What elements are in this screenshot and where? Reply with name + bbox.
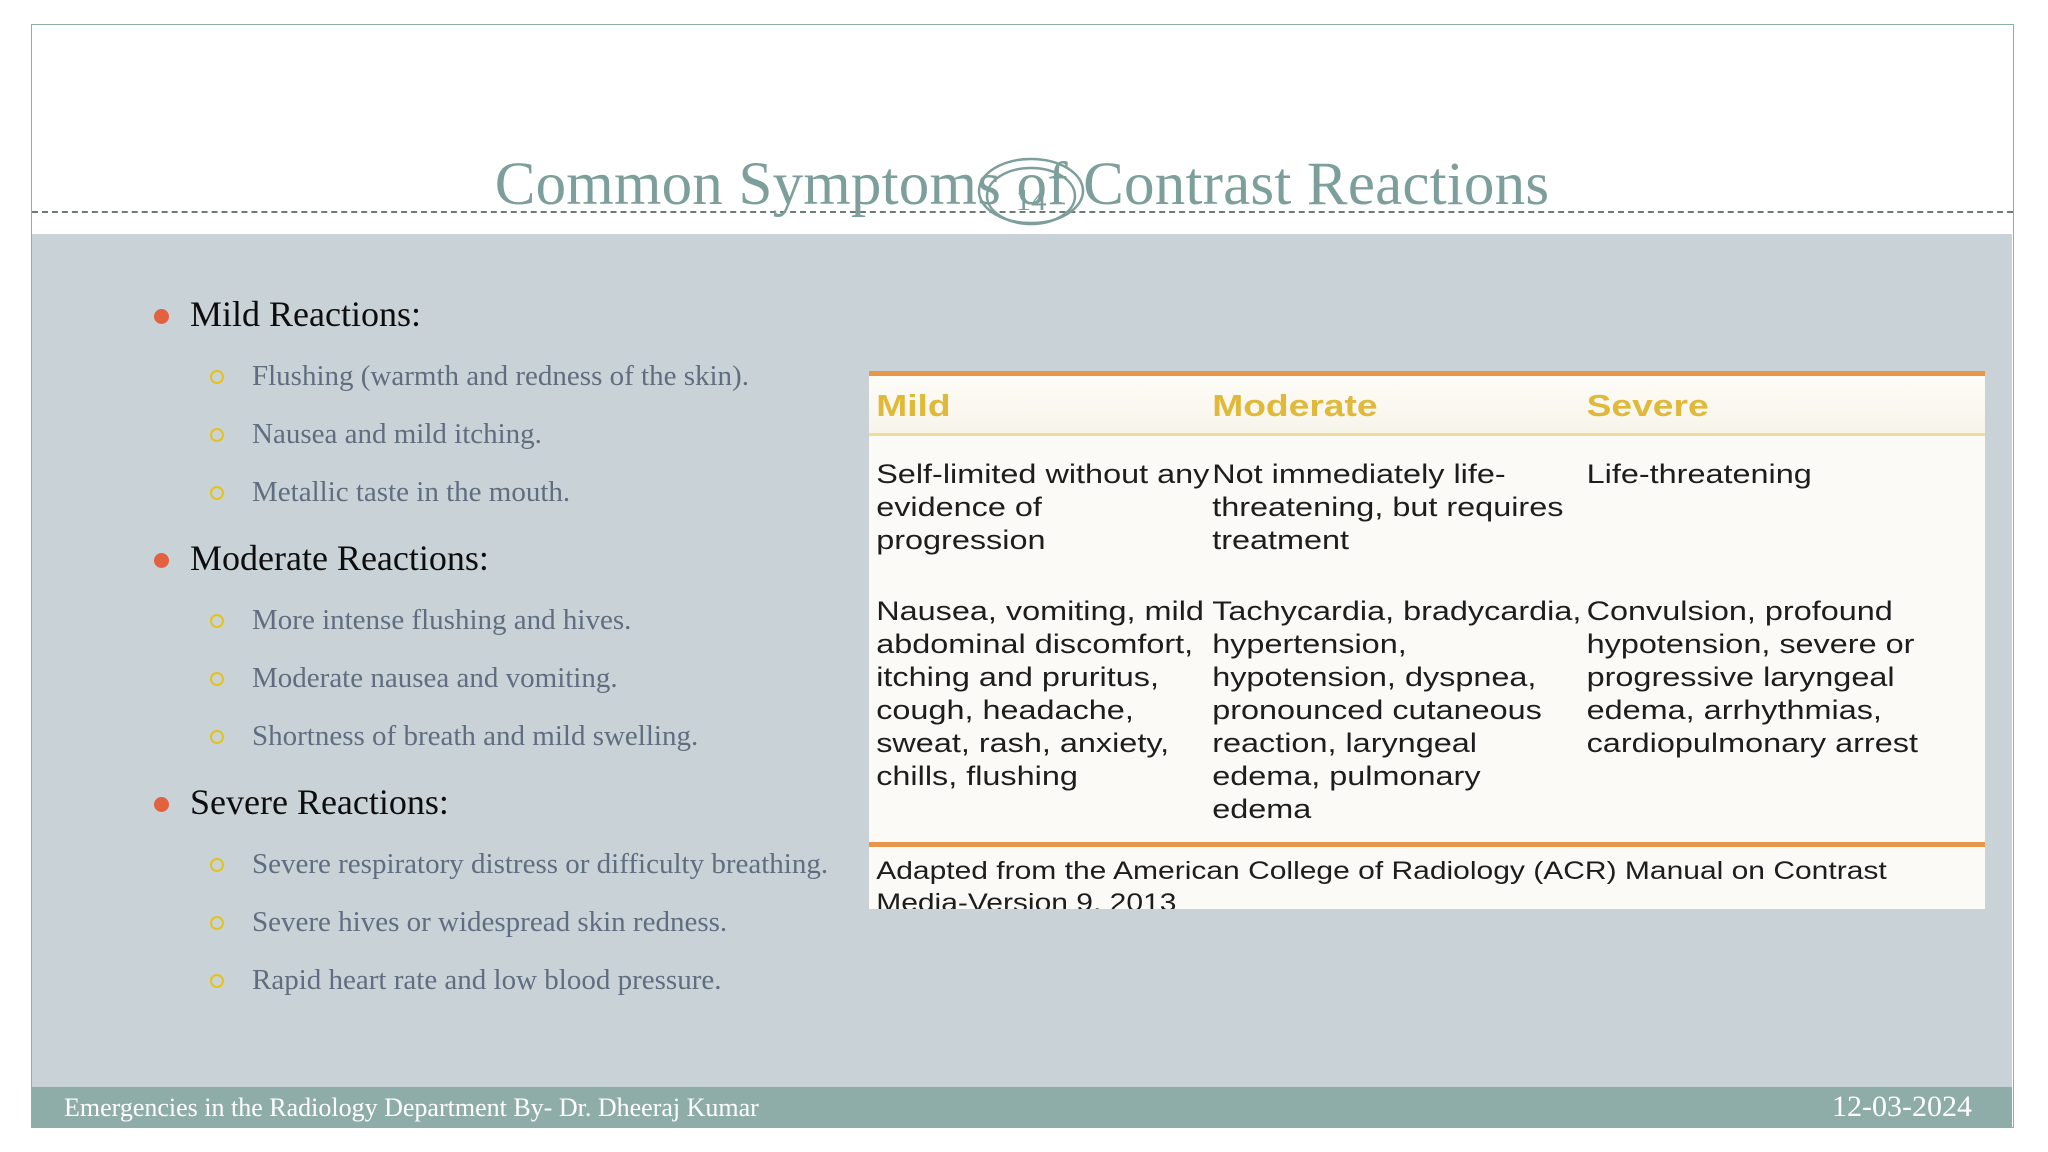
title-band [32,25,2012,234]
table-row: Self-limited without any evidence of pro… [869,448,1985,577]
sub-bullet-item: More intense flushing and hives. [140,602,880,638]
sub-bullet-label: Severe hives or widespread skin redness. [252,906,728,938]
table-cell: Life-threatening [1586,459,1812,489]
sub-bullet-ring-icon [210,916,224,930]
sub-bullet-ring-icon [210,672,224,686]
bullet-dot-icon [154,553,169,568]
table-cell: Nausea, vomiting, mild abdominal discomf… [876,596,1204,791]
table-cell: Convulsion, profound hypotension, severe… [1586,596,1918,758]
sub-bullet-label: Severe respiratory distress or difficult… [252,848,829,880]
sub-bullet-item: Severe hives or widespread skin redness. [140,904,880,940]
sub-bullet-ring-icon [210,730,224,744]
bullet-heading-label: Mild Reactions: [190,294,421,334]
slide-number-badge: 14 [977,154,1085,232]
bullet-list: Mild Reactions: Flushing (warmth and red… [140,292,880,1024]
sub-bullet-label: Moderate nausea and vomiting. [252,662,618,694]
sub-bullet-item: Moderate nausea and vomiting. [140,660,880,696]
table-top-rule [869,371,1985,376]
bullet-heading: Mild Reactions: [140,292,880,336]
sub-bullet-ring-icon [210,370,224,384]
bullet-group-mild: Mild Reactions: Flushing (warmth and red… [140,292,880,510]
footer-presentation-title: Emergencies in the Radiology Department … [64,1093,759,1122]
sub-bullet-item: Flushing (warmth and redness of the skin… [140,358,880,394]
acr-severity-table: Mild Moderate Severe Self-limited withou… [869,371,1985,909]
bullet-heading: Moderate Reactions: [140,536,880,580]
sub-bullet-ring-icon [210,428,224,442]
table-column-header-moderate: Moderate [1212,388,1378,423]
bullet-dot-icon [154,309,169,324]
bullet-group-moderate: Moderate Reactions: More intense flushin… [140,536,880,754]
sub-bullet-label: Rapid heart rate and low blood pressure. [252,964,722,996]
bullet-heading: Severe Reactions: [140,780,880,824]
title-divider-dashed [32,211,2013,213]
table-caption: Adapted from the American College of Rad… [876,857,1887,909]
bullet-heading-label: Moderate Reactions: [190,538,489,578]
table-row: Nausea, vomiting, mild abdominal discomf… [869,577,1985,836]
sub-bullet-item: Rapid heart rate and low blood pressure. [140,962,880,998]
sub-bullet-item: Shortness of breath and mild swelling. [140,718,880,754]
sub-bullet-item: Nausea and mild itching. [140,416,880,452]
sub-bullet-ring-icon [210,974,224,988]
sub-bullet-label: More intense flushing and hives. [252,604,632,636]
sub-bullet-label: Shortness of breath and mild swelling. [252,720,699,752]
page-title: Common Symptoms of Contrast Reactions [494,151,1550,218]
sub-bullet-ring-icon [210,858,224,872]
sub-bullet-label: Nausea and mild itching. [252,418,542,450]
bullet-dot-icon [154,797,169,812]
table-column-header-severe: Severe [1586,388,1709,423]
bullet-group-severe: Severe Reactions: Severe respiratory dis… [140,780,880,998]
sub-bullet-ring-icon [210,614,224,628]
table-cell: Self-limited without any evidence of pro… [876,459,1210,555]
sub-bullet-item: Metallic taste in the mouth. [140,474,880,510]
footer-date: 12-03-2024 [1832,1090,1972,1123]
table-bottom-rule [869,842,1985,847]
slide-footer: Emergencies in the Radiology Department … [32,1087,2012,1128]
sub-bullet-item: Severe respiratory distress or difficult… [140,846,880,882]
table-column-header-mild: Mild [876,388,951,423]
table-header-row: Mild Moderate Severe [869,376,1985,436]
table-cell: Not immediately life-threatening, but re… [1212,459,1564,555]
sub-bullet-ring-icon [210,486,224,500]
sub-bullet-label: Flushing (warmth and redness of the skin… [252,360,749,392]
slide-number-text: 14 [1016,182,1048,217]
sub-bullet-label: Metallic taste in the mouth. [252,476,571,508]
bullet-heading-label: Severe Reactions: [190,782,449,822]
table-cell: Tachycardia, bradycardia, hypertension, … [1212,596,1582,824]
